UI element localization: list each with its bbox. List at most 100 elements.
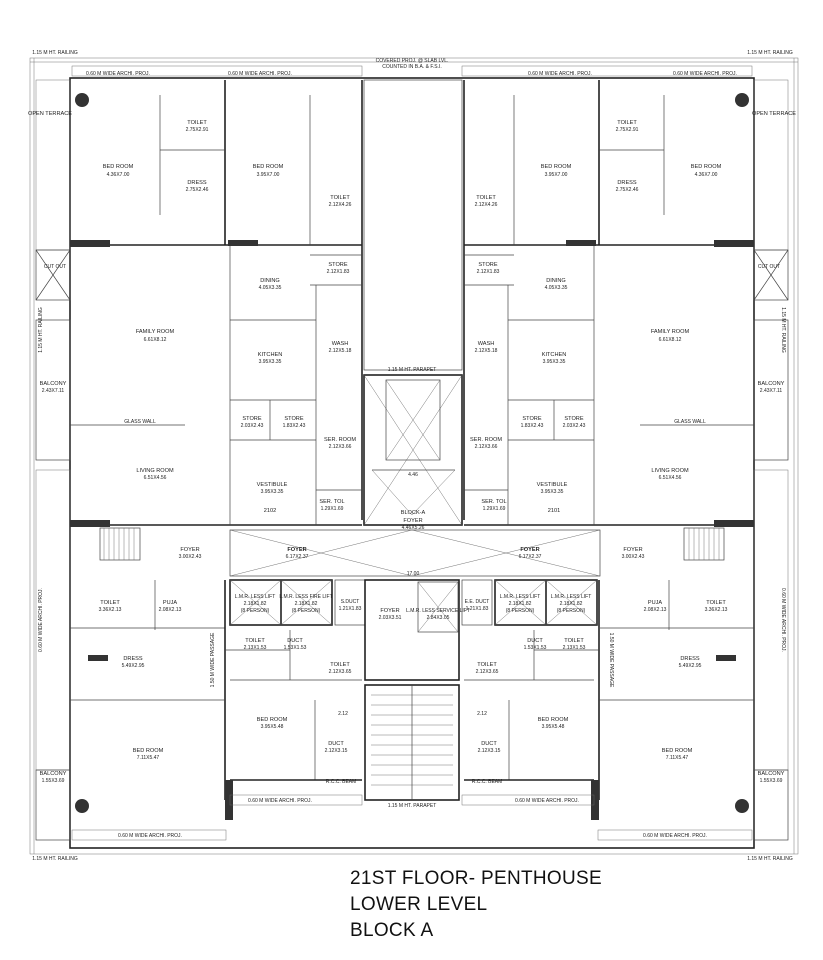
family-room-right-dim: 6.61X8.12 <box>659 337 682 343</box>
railing-label-left-mid: 1.15 M HT. RAILING <box>38 307 44 353</box>
plan-title-block: BLOCK A <box>350 920 434 941</box>
foyer-main-left-dim: 6.17X2.37 <box>286 554 309 560</box>
balcony-low-left: BALCONY <box>40 771 67 777</box>
railing-label-bottom-left: 1.15 M HT. RAILING <box>32 856 78 860</box>
ser-tol-right: SER. TOL <box>481 499 506 505</box>
railing-label-right-mid: 1.15 M HT. RAILING <box>780 307 786 353</box>
block-label: BLOCK-A <box>401 510 426 516</box>
vestibule-left-dim: 3.95X3.35 <box>261 489 284 495</box>
bed-room-tl-dim: 4.36X7.00 <box>107 172 130 178</box>
toilet-low-left: TOILET <box>100 600 120 606</box>
archi-proj-label-tr: 0.60 M WIDE ARCHI. PROJ. <box>673 71 737 77</box>
rcc-beam-right: R.C.C. BEAM <box>472 779 503 785</box>
foyer-lobby: FOYER <box>403 518 422 524</box>
balcony-left-dim: 2.43X7.11 <box>42 388 65 394</box>
lift-3: L.M.R. LESS LIFT <box>500 594 541 600</box>
fire-lift: L.M.R. LESS FIRE LIFT <box>279 594 332 600</box>
dress-tr: DRESS <box>617 180 637 186</box>
family-room-right: FAMILY ROOM <box>651 329 690 335</box>
store-a-right-dim: 2.03X2.43 <box>563 423 586 429</box>
flat-number-right: 2101 <box>548 508 560 514</box>
store-b-left-dim: 1.83X2.43 <box>283 423 306 429</box>
flat-number-left: 2102 <box>264 508 276 514</box>
archi-proj-label-right: 0.60 M WIDE ARCHI. PROJ. <box>780 588 786 652</box>
stair-right <box>683 527 725 561</box>
archi-proj-label-left: 0.60 M WIDE ARCHI. PROJ. <box>38 588 44 652</box>
s-duct-dim: 1.21X1.83 <box>339 606 362 612</box>
bed-room-tr: BED ROOM <box>691 164 722 170</box>
dining-right-dim: 4.05X3.35 <box>545 285 568 291</box>
vestibule-right-dim: 3.95X3.35 <box>541 489 564 495</box>
lift-4-person: (8 PERSON) <box>557 608 586 614</box>
balcony-right: BALCONY <box>758 381 785 387</box>
toilet-lowmid-left-dim: 2.12X3.65 <box>329 669 352 675</box>
living-room-right-dim: 6.51X4.56 <box>659 475 682 481</box>
fire-lift-dim: 2.18X1.82 <box>295 601 318 607</box>
toilet-small-right-dim: 2.13X1.53 <box>563 645 586 651</box>
foyer-lobby-dim: 4.46X5.26 <box>402 525 425 531</box>
bed-room-low-right: BED ROOM <box>662 748 693 754</box>
store-b-left: STORE <box>284 416 303 422</box>
archi-proj-label-bl2: 0.60 M WIDE ARCHI. PROJ. <box>248 798 312 804</box>
foyer-small-right: FOYER <box>623 547 642 553</box>
store-top-left-dim: 2.12X1.83 <box>327 269 350 275</box>
archi-proj-label-br2: 0.60 M WIDE ARCHI. PROJ. <box>515 798 579 804</box>
outer-frame <box>29 57 799 855</box>
toilet-tl-right-dim: 2.12X4.26 <box>475 202 498 208</box>
vestibule-right: VESTIBULE <box>537 482 568 488</box>
family-room-left-dim: 6.61X8.12 <box>144 337 167 343</box>
bed-room-low-right-dim: 7.11X5.47 <box>666 755 689 761</box>
parapet-bottom: 1.15 M HT. PARAPET <box>388 803 437 809</box>
e-duct: E.E. DUCT <box>465 599 490 605</box>
kitchen-right: KITCHEN <box>542 352 567 358</box>
toilet-small-left-dim: 2.13X1.53 <box>244 645 267 651</box>
railing-label-top-right: 1.15 M HT. RAILING <box>747 50 793 56</box>
left-wing-walls <box>35 79 362 841</box>
foyer-main-right-dim: 6.17X2.37 <box>519 554 542 560</box>
duct-low-left-dim: 2.12X3.15 <box>325 748 348 754</box>
lift-1: L.M.R. LESS LIFT <box>235 594 276 600</box>
dining-right: DINING <box>546 278 566 284</box>
toilet-tr: TOILET <box>617 120 637 126</box>
duct-small-left-dim: 1.53X1.53 <box>284 645 307 651</box>
bed-room-tm-dim: 3.95X7.00 <box>257 172 280 178</box>
balcony-low-right-dim: 1.55X3.69 <box>760 778 783 784</box>
duct-small-right: DUCT <box>527 638 543 644</box>
kitchen-right-dim: 3.95X3.35 <box>543 359 566 365</box>
balcony-right-dim: 2.43X7.11 <box>760 388 783 394</box>
glass-wall-right: GLASS WALL <box>674 419 706 425</box>
dress-tl: DRESS <box>187 180 207 186</box>
duct-low-right-dim: 2.12X3.15 <box>478 748 501 754</box>
lift-4-dim: 2.18X1.82 <box>560 601 583 607</box>
archi-proj-label-bl: 0.60 M WIDE ARCHI. PROJ. <box>118 833 182 839</box>
floor-plan-drawing: 1.15 M HT. RAILING 1.15 M HT. RAILING 1.… <box>28 50 799 860</box>
lift-core <box>229 579 598 681</box>
store-a-right: STORE <box>564 416 583 422</box>
store-top-left: STORE <box>328 262 347 268</box>
lift-4: L.M.R. LESS LIFT <box>551 594 592 600</box>
toilet-tr-left-dim: 2.12X4.26 <box>329 202 352 208</box>
duct-small-right-dim: 1.53X1.53 <box>524 645 547 651</box>
toilet-small-left: TOILET <box>245 638 265 644</box>
bed-room-tl: BED ROOM <box>103 164 134 170</box>
toilet-tr-dim: 2.75X2.91 <box>616 127 639 133</box>
store-top-right: STORE <box>478 262 497 268</box>
balcony-low-right: BALCONY <box>758 771 785 777</box>
toilet-tl-dim: 2.75X2.91 <box>186 127 209 133</box>
dress-low-left: DRESS <box>123 656 143 662</box>
dim-446: 4.46 <box>408 472 418 478</box>
foyer-small-left-dim: 3.00X2.43 <box>179 554 202 560</box>
toilet-small-right: TOILET <box>564 638 584 644</box>
cut-out-right: CUT OUT <box>758 264 780 270</box>
dim-212-left: 2.12 <box>338 711 348 717</box>
bed-room-tm-right-dim: 3.95X7.00 <box>545 172 568 178</box>
wash-right: WASH <box>478 341 495 347</box>
archi-proj-label-br: 0.60 M WIDE ARCHI. PROJ. <box>643 833 707 839</box>
parapet-mid: 1.15 M HT. PARAPET <box>388 367 437 373</box>
bed-room-tm: BED ROOM <box>253 164 284 170</box>
service-lift-dim: 2.84X3.05 <box>427 615 450 621</box>
lift-1-dim: 2.18X1.82 <box>244 601 267 607</box>
store-a-left-dim: 2.03X2.43 <box>241 423 264 429</box>
store-top-right-dim: 2.12X1.83 <box>477 269 500 275</box>
stair-left <box>99 527 141 561</box>
